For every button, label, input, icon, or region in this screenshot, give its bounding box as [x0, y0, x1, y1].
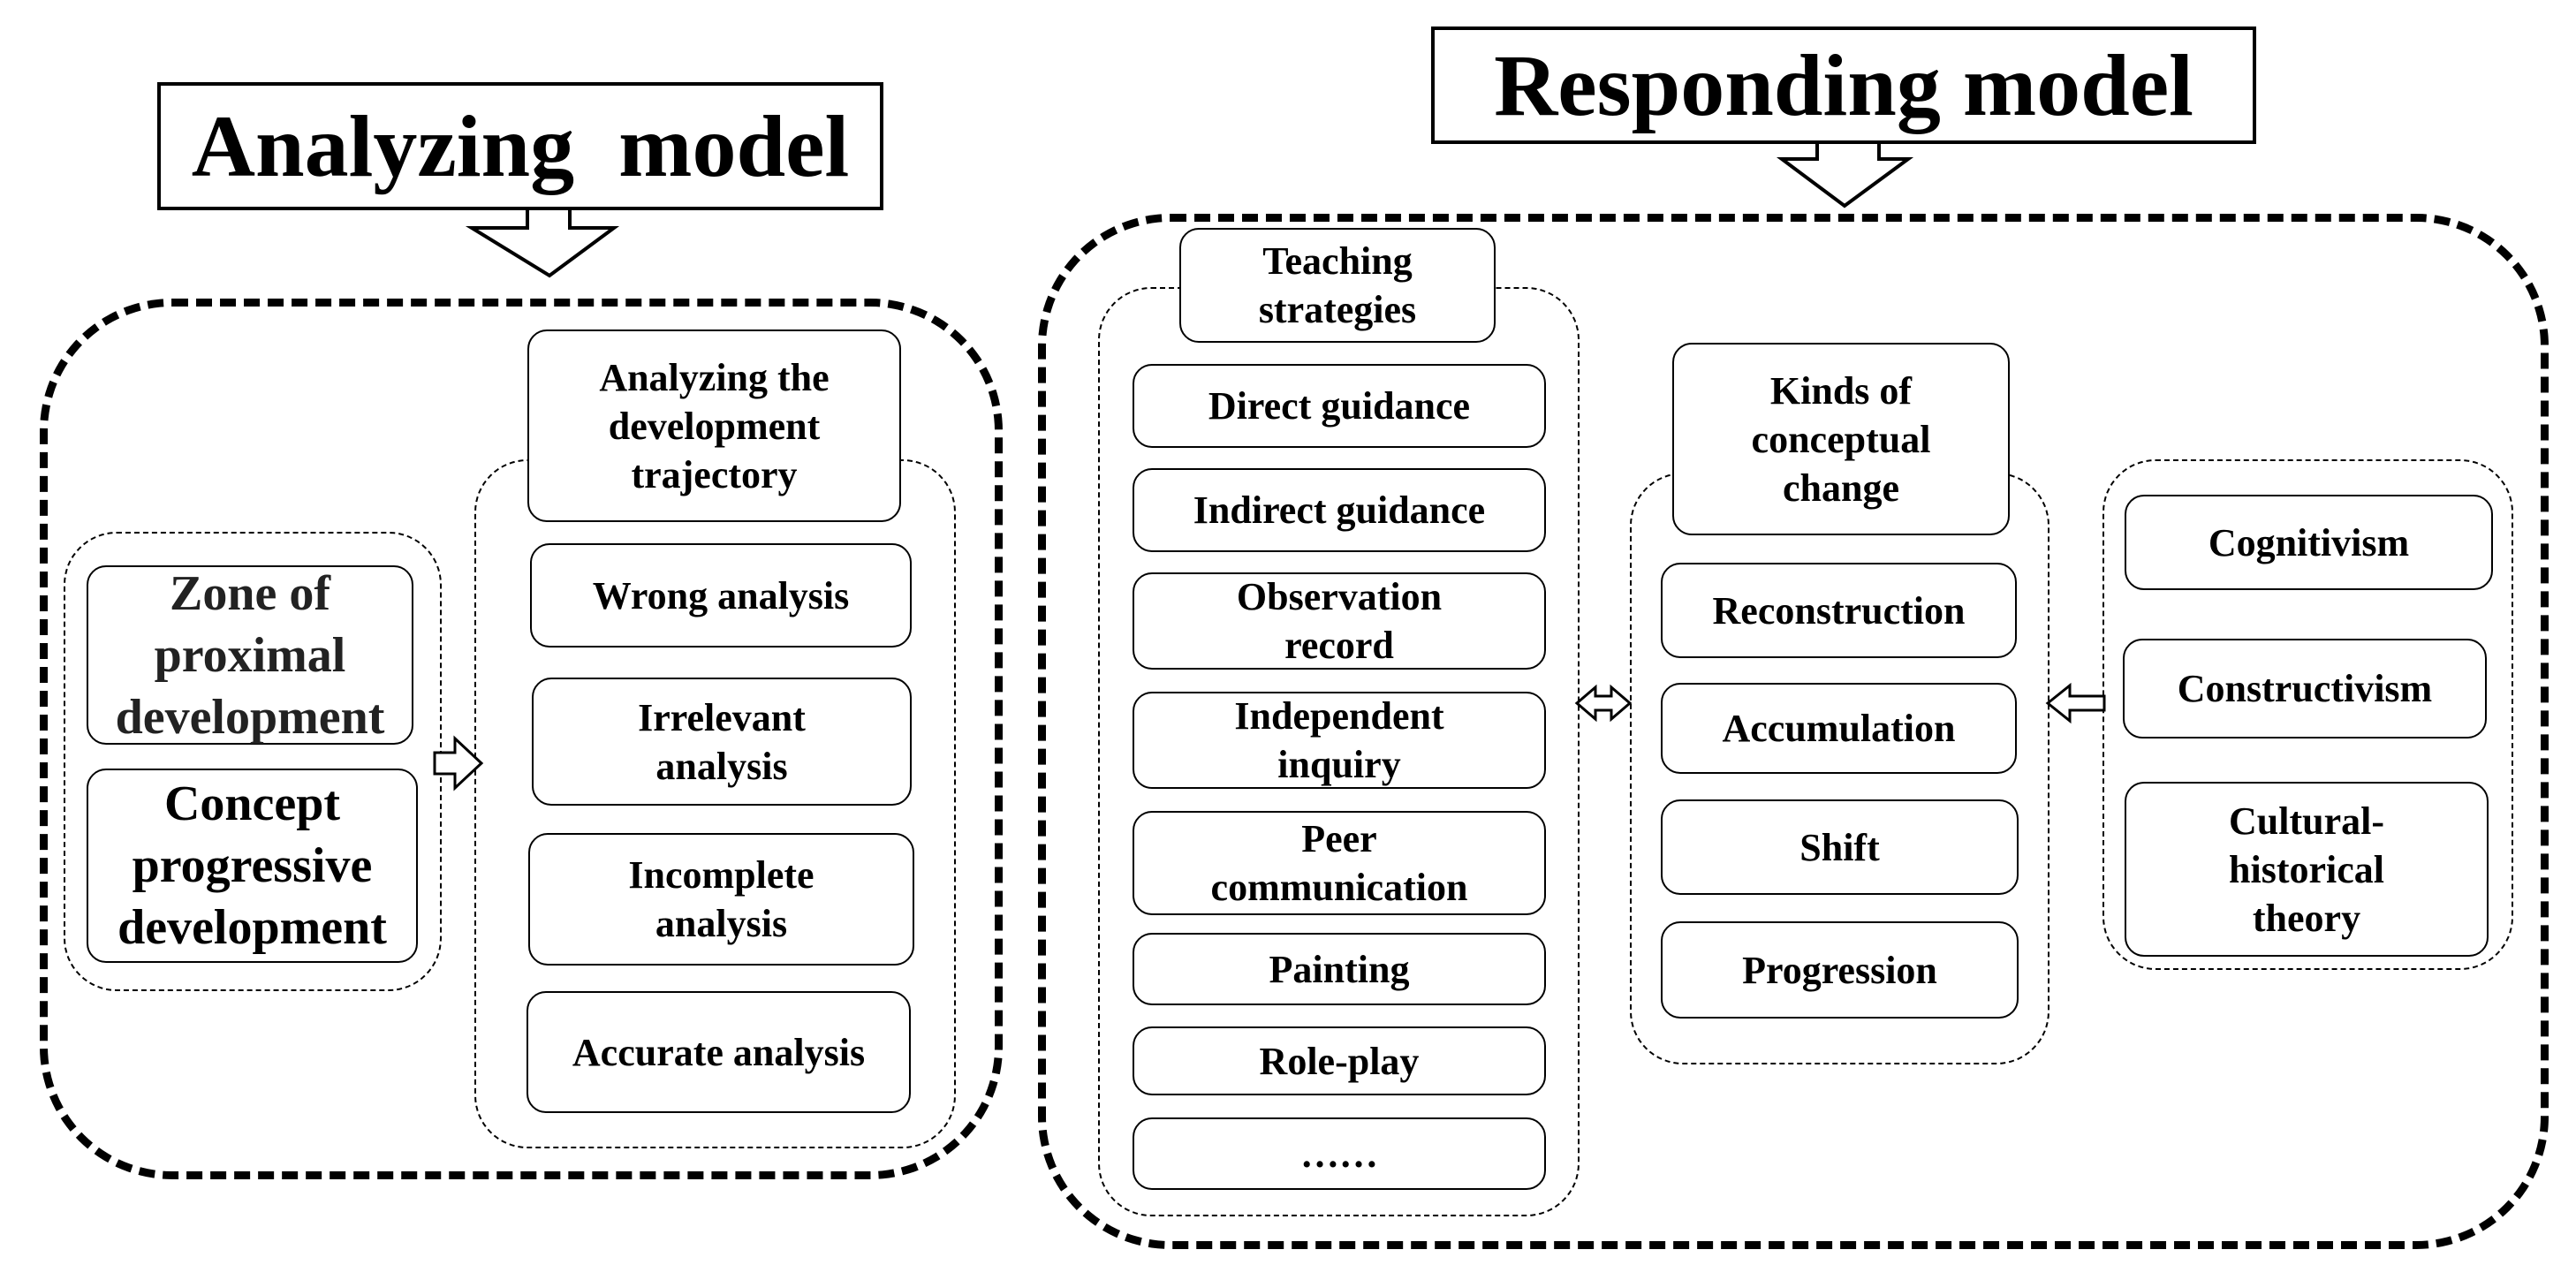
cognitivism-box: Cognitivism: [2125, 495, 2493, 590]
direct-guidance-box: Direct guidance: [1133, 364, 1546, 448]
strategies-change-double-arrow: [1574, 684, 1633, 723]
cultural-historical-theory-box: Cultural- historical theory: [2125, 782, 2489, 957]
indirect-guidance-box: Indirect guidance: [1133, 468, 1546, 552]
responding-title-down-arrow: [1776, 140, 1914, 208]
observation-record-box: Observation record: [1133, 572, 1546, 670]
responding-model-region: [1038, 214, 2549, 1249]
analyzing-model-region: [40, 299, 1003, 1179]
theories-group: [2102, 459, 2513, 970]
role-play-box: Role-play: [1133, 1026, 1546, 1095]
more-strategies-box: ……: [1133, 1117, 1546, 1190]
painting-box: Painting: [1133, 933, 1546, 1005]
accumulation-box: Accumulation: [1661, 683, 2017, 774]
responding-model-title: Responding model: [1431, 27, 2256, 144]
progression-box: Progression: [1661, 921, 2019, 1019]
shift-box: Shift: [1661, 799, 2019, 895]
trajectory-header-box: Analyzing the development trajectory: [527, 329, 901, 522]
irrelevant-analysis-box: Irrelevant analysis: [532, 678, 912, 806]
peer-communication-box: Peer communication: [1133, 811, 1546, 915]
theories-to-change-arrow: [2045, 682, 2106, 724]
constructivism-box: Constructivism: [2123, 639, 2487, 738]
zone-of-proximal-development-box: Zone of proximal development: [87, 565, 413, 745]
reconstruction-box: Reconstruction: [1661, 563, 2017, 658]
concept-progressive-development-box: Concept progressive development: [87, 769, 418, 963]
independent-inquiry-box: Independent inquiry: [1133, 692, 1546, 789]
accurate-analysis-box: Accurate analysis: [527, 991, 911, 1113]
teaching-strategies-header-box: Teaching strategies: [1179, 228, 1496, 343]
analyzing-title-down-arrow: [465, 207, 620, 278]
basis-to-trajectory-arrow: [433, 735, 484, 791]
incomplete-analysis-box: Incomplete analysis: [528, 833, 914, 966]
kinds-of-conceptual-change-header-box: Kinds of conceptual change: [1672, 343, 2010, 535]
wrong-analysis-box: Wrong analysis: [530, 543, 912, 648]
analyzing-model-title: Analyzing model: [157, 82, 883, 210]
